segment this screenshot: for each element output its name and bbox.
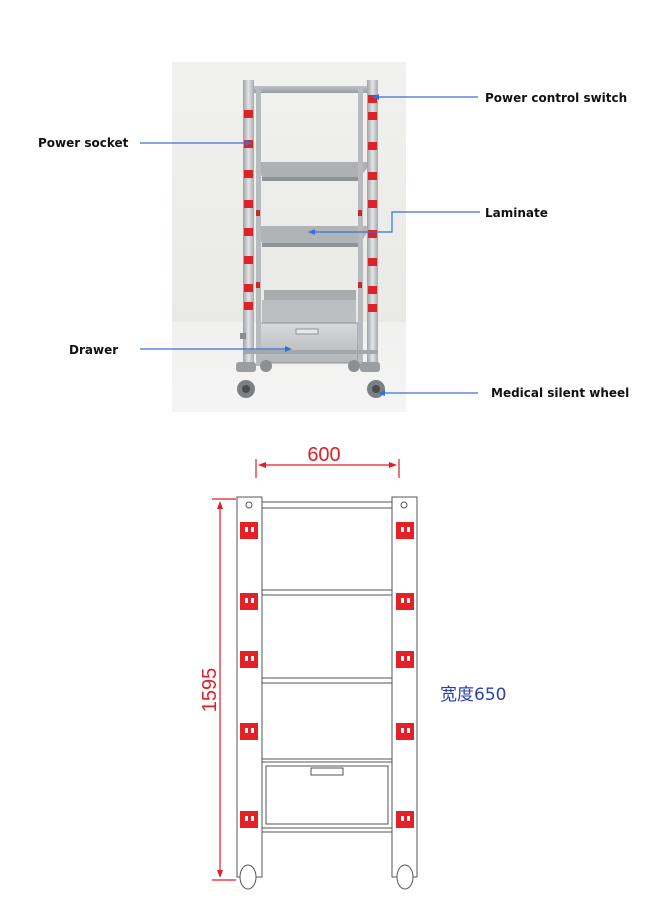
drawing-drawer [261,761,393,833]
wheel-back-right [348,360,360,372]
drawing-wheel-right [396,864,414,890]
shelf-1 [256,162,372,181]
label-laminate: Laminate [485,206,548,220]
right-back-pole [358,86,363,366]
label-power-control-switch: Power control switch [485,91,628,105]
wheel-back-left [260,360,272,372]
label-medical-silent-wheel: Medical silent wheel [491,386,630,400]
height-dimension [212,498,236,881]
width-dimension [255,459,400,478]
height-dimension-value: 1595 [199,668,221,713]
technical-drawing: 600 1595 [199,444,418,890]
callout-arrows [140,94,480,396]
left-back-pole [256,86,261,366]
product-photo [140,62,480,412]
drawing-poles [236,496,418,878]
drawing-wheels [239,864,414,890]
wheel-front-left [236,362,256,398]
label-power-socket: Power socket [38,136,129,150]
right-front-pole [367,80,378,370]
width-note: 宽度650 [440,685,507,705]
left-front-pole [243,80,254,370]
drawing-sockets [240,522,414,828]
top-bar [247,86,373,93]
laminate-shelf [256,226,372,247]
width-dimension-value: 600 [307,444,340,466]
drawing-shelves [262,501,392,760]
right-pole-sockets [368,95,377,312]
label-drawer: Drawer [69,343,119,357]
shelf-3 [264,290,356,300]
arrow-laminate [310,211,480,233]
drawing-wheel-left [239,864,257,890]
